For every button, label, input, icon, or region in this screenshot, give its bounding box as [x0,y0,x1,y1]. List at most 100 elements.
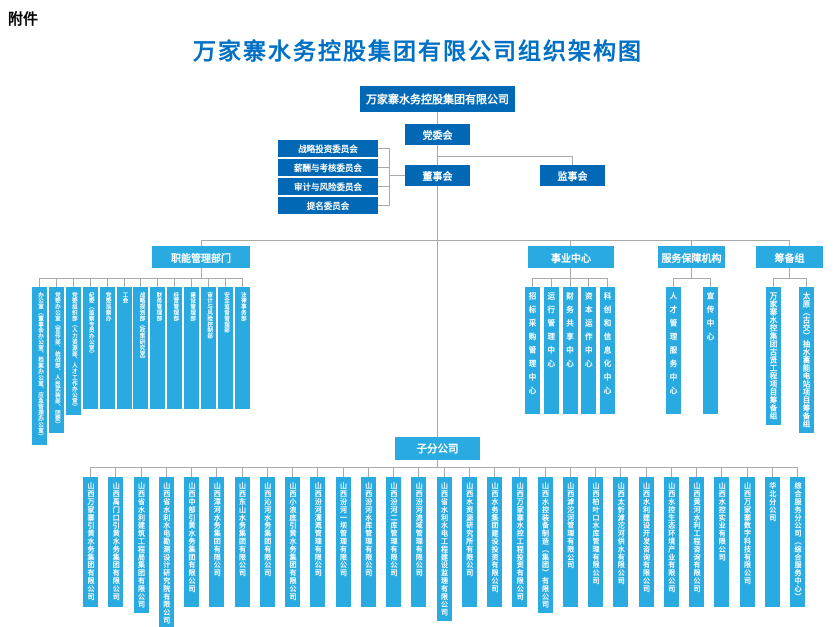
connector-stub [191,467,192,477]
org-node-column: 山西黄河水利工程咨询有限公司 [689,467,704,607]
org-node-label: 山西水控实业有限公司 [714,477,730,607]
connector-stub [569,467,571,477]
connector-line [389,148,390,206]
connector-stub [645,467,647,477]
connector-stub [140,467,142,477]
org-node-label: 山西沁河水务集团有限公司 [259,477,275,607]
org-node-column: 山西汾河一坝管理有限公司 [335,467,351,607]
org-node-label: 山西省水利水电勘测设计研究院有限公司 [158,477,174,627]
org-node-label: 山西滹沱河管理有限公司 [562,477,578,607]
connector-stub [393,467,394,477]
connector-stub [72,278,74,287]
org-node-column: 战略规划部（政策研究室） [133,278,149,409]
connector-line [201,240,202,246]
connector-stub [165,467,167,477]
connector-stub [494,467,495,477]
connector-stub [140,278,142,287]
org-node-column: 山西水务集团建设投资有限公司 [487,467,502,607]
connector-stub [292,467,293,477]
org-node-column: 华北分公司 [764,467,780,607]
connector-stub [443,467,445,477]
connector-stub [468,467,470,477]
org-node-label: 山西汾河一坝管理有限公司 [335,477,351,607]
org-node-label: 财务共享中心 [562,287,578,414]
connector-stub [241,278,243,287]
org-node-label: 山西漳河水务集团有限公司 [209,477,225,607]
group-subsidiaries: 山西万家寨引黄水务集团有限公司 山西禹门口引黄水务集团有限公司 山西省水利建筑工… [83,467,805,627]
branch-header-service-support: 服务保障机构 [658,246,725,268]
connector-stub [595,467,596,477]
connector-stub [532,278,533,287]
connector-line [789,240,790,246]
org-node-label: 资本运作中心 [581,287,597,414]
org-node-column: 财务共享中心 [562,278,578,414]
org-node-root: 万家寨水务控股集团有限公司 [360,86,515,112]
connector-stub [550,278,552,287]
org-node-column: 太原（古交）抽水蓄能电站项目筹备组 [799,278,814,433]
org-node-column: 党委办公室（宣传部、统战部、人民武装部、团委） [48,278,64,433]
branch-header-business-centers: 事业中心 [528,246,614,268]
org-node-column: 山西东山水务集团有限公司 [234,467,250,607]
org-node-column: 经营管理部 [167,278,183,409]
org-node-label: 山西水资源研究所有限公司 [461,477,477,607]
group-functional-departments: 办公室（董事会办公室、档案办公室、应急管理办公室） 党委办公室（宣传部、统战部、… [32,278,250,445]
org-node-column: 纪委（监察专员办公室） [82,278,98,409]
org-node-column: 万家寨水控集团古贤工程项目筹备组 [766,278,781,425]
connector-stub [367,467,369,477]
connector-line [389,175,405,176]
connector-stub [266,467,268,477]
org-node-column: 资本运作中心 [581,278,597,414]
org-node-column: 财务管理部 [150,278,166,409]
org-node-column: 安全监督管理部 [217,278,233,409]
org-node-label: 综合服务分公司（综合服务中心） [790,477,805,607]
org-node-label: 山西省水利建筑工程局集团有限公司 [133,477,149,614]
connector-line [90,467,798,468]
connector-line [378,167,389,168]
org-node-label: 运行管理中心 [543,287,559,414]
org-node-column: 法律事务部 [234,278,250,409]
connector-stub [670,467,672,477]
org-node-column: 山西万家寨引黄水务集团有限公司 [83,467,98,607]
org-node-label: 山西汾河二库管理有限公司 [386,477,401,607]
org-node-label: 山西水务集团建设投资有限公司 [487,477,502,607]
org-node-column: 山西汾河水库管理有限公司 [360,467,376,607]
branch-header-functional-departments: 职能管理部门 [152,246,250,268]
org-node-column: 工会 [116,278,132,409]
org-node-column: 山西漳河水务集团有限公司 [209,467,225,607]
connector-stub [806,278,807,287]
org-node-column: 山西水控实业有限公司 [714,467,730,607]
connector-stub [544,467,546,477]
connector-stub [39,278,40,287]
page-title: 万家寨水务控股集团有限公司组织架构图 [193,38,643,64]
connector-line [437,112,438,124]
connector-line [570,268,571,278]
org-node-label: 法律事务部 [234,287,250,409]
board-committee-node: 提名委员会 [278,197,378,214]
connector-line [572,156,573,165]
connector-line [773,278,807,279]
org-node-label: 山西太忻滹沱河供水有限公司 [613,477,629,607]
connector-stub [216,467,218,477]
subsidiaries-header: 子分公司 [395,437,480,460]
connector-line [673,278,711,279]
org-node-label: 纪委（监察专员办公室） [82,287,98,409]
board-committee-node: 薪酬与考核委员会 [278,159,378,176]
org-node-label: 山西水控装备制造（集团）有限公司 [537,477,553,614]
org-node-column: 山西沁河水务集团有限公司 [259,467,275,607]
org-node-label: 山西汾河水库管理有限公司 [360,477,376,607]
org-node-column: 山西汾河流域管理有限公司 [411,467,427,607]
org-node-label: 党委巡察办 [99,287,115,409]
attachment-label: 附件 [8,11,39,28]
org-node-column: 山西汾河灌溉管理有限公司 [310,467,326,607]
connector-stub [123,278,125,287]
org-node-column: 招标采购管理中心 [525,278,540,414]
branch-header-preparation-groups: 筹备组 [756,246,823,268]
org-node-label: 华北分公司 [764,477,780,607]
org-node-label: 党委办公室（宣传部、统战部、人民武装部、团委） [48,287,64,433]
connector-stub [773,278,774,287]
org-node-column: 科创和信息化中心 [600,278,615,414]
org-node-label: 山西小浪底引黄水务集团有限公司 [285,477,300,607]
connector-stub [673,278,674,287]
org-node-label: 党委组织部（人力资源部、人才工作办公室） [65,287,81,415]
org-node-label: 人才管理服务中心 [666,287,681,414]
